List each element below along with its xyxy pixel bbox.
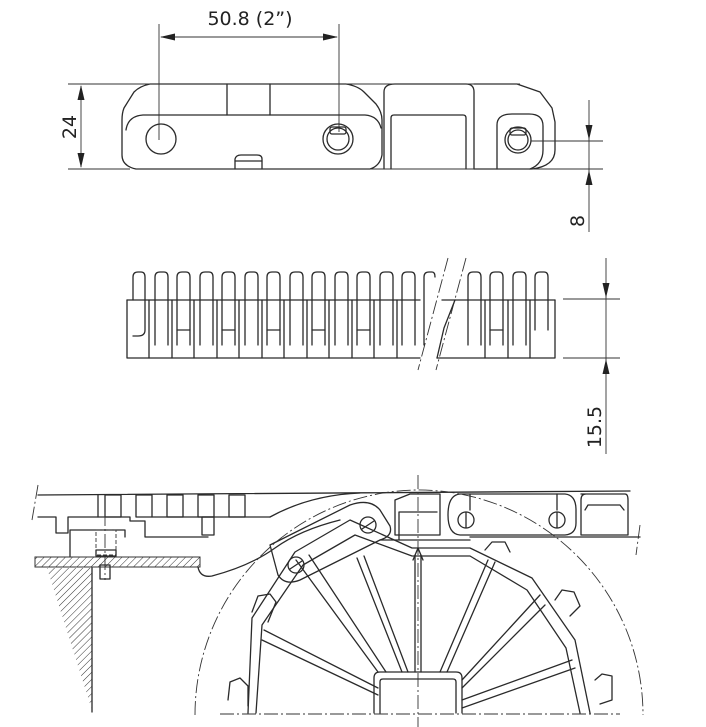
module-link-middle (383, 83, 475, 170)
fingers (132, 271, 549, 359)
finger-plate-base (126, 299, 556, 359)
finger-depth-dimension: 15.5 (563, 258, 620, 454)
finger-depth-label: 15.5 (584, 406, 606, 448)
break-line (417, 257, 449, 371)
hinge-offset-dimension: 8 (531, 100, 603, 232)
height-dimension: 24 (59, 83, 160, 170)
sprocket-hub (373, 671, 463, 714)
top-view-module: 15.5 (126, 257, 620, 454)
hinge-hole-left (145, 123, 177, 155)
module-end-right (473, 83, 556, 170)
height-dimension-label: 24 (59, 115, 81, 139)
support-plate (34, 556, 201, 568)
hinge-hole-end (504, 126, 532, 154)
hinge-offset-label: 8 (567, 215, 589, 227)
side-view-module: 50.8 (2”) 24 (59, 8, 603, 232)
pitch-dimension-label: 50.8 (2”) (207, 8, 292, 30)
break-line (435, 257, 467, 371)
sprocket (227, 519, 613, 714)
belt-link-tilted (269, 501, 392, 583)
belt-link-horizontal (447, 493, 577, 536)
sprocket-transfer-view (31, 475, 644, 727)
hinge-hole-right (322, 123, 354, 155)
transfer-plate (34, 492, 361, 713)
pitch-circle (194, 489, 644, 716)
support-frame (47, 568, 92, 710)
pitch-dimension: 50.8 (2”) (158, 8, 340, 140)
